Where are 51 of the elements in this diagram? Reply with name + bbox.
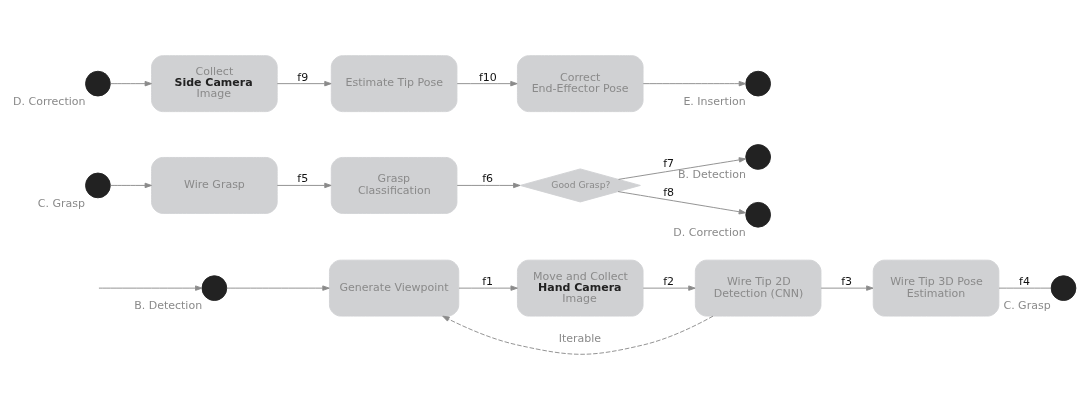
edge-label: f8	[663, 186, 675, 200]
node-box: Correct End-Effector Pose	[517, 55, 644, 113]
node-box: Collect Side Camera Image	[151, 55, 278, 113]
arrow	[820, 285, 874, 291]
node-diamond: Good Grasp?	[519, 168, 641, 203]
node-box: Move and Collect Hand Camera Image	[517, 259, 644, 317]
arrow	[98, 285, 203, 291]
node-box: Generate Viewpoint	[329, 259, 460, 317]
node-label: D. Correction	[673, 225, 746, 239]
arrow	[458, 285, 518, 291]
arrow	[456, 182, 521, 189]
node-box: Wire Grasp	[151, 157, 278, 214]
node-box: Grasp Classification	[330, 157, 458, 214]
node-label: E. Insertion	[683, 94, 746, 108]
edge-label: f2	[663, 275, 675, 289]
edge-label: f10	[478, 70, 497, 84]
edge-label: f1	[482, 275, 494, 289]
arrow	[642, 285, 696, 291]
edge-label: f9	[297, 70, 309, 84]
node-box: Wire Tip 3D Pose Estimation	[872, 259, 1000, 317]
arrow	[456, 80, 518, 87]
arrow	[276, 182, 332, 189]
arrow	[110, 80, 152, 87]
node-label: C. Grasp	[1003, 299, 1051, 313]
node-circle	[745, 144, 771, 170]
node-circle	[745, 70, 771, 97]
arrow	[617, 191, 747, 215]
node-label: B. Detection	[134, 299, 203, 313]
arrow	[110, 182, 152, 189]
edge-label: f3	[841, 275, 853, 289]
edge-label: f4	[1019, 275, 1030, 289]
arrow	[642, 80, 747, 87]
connector	[998, 287, 1052, 289]
edge-label: f6	[482, 172, 494, 186]
node-circle	[85, 172, 111, 199]
edge-label: Iterable	[558, 331, 602, 345]
edge-label: f5	[297, 172, 309, 186]
arrow	[276, 80, 332, 87]
node-box: Wire Tip 2D Detection (CNN)	[694, 259, 822, 317]
arrow	[618, 157, 747, 180]
arrow	[442, 315, 714, 355]
node-circle	[201, 275, 228, 301]
edge-label: f7	[663, 156, 675, 170]
node-circle	[85, 70, 111, 97]
node-circle	[745, 201, 771, 228]
node-box: Estimate Tip Pose	[330, 55, 458, 113]
node-label: C. Grasp	[37, 196, 86, 210]
node-label: B. Detection	[677, 168, 746, 182]
node-circle	[1050, 275, 1077, 301]
arrow	[226, 285, 330, 291]
node-label: D. Correction	[13, 94, 86, 108]
